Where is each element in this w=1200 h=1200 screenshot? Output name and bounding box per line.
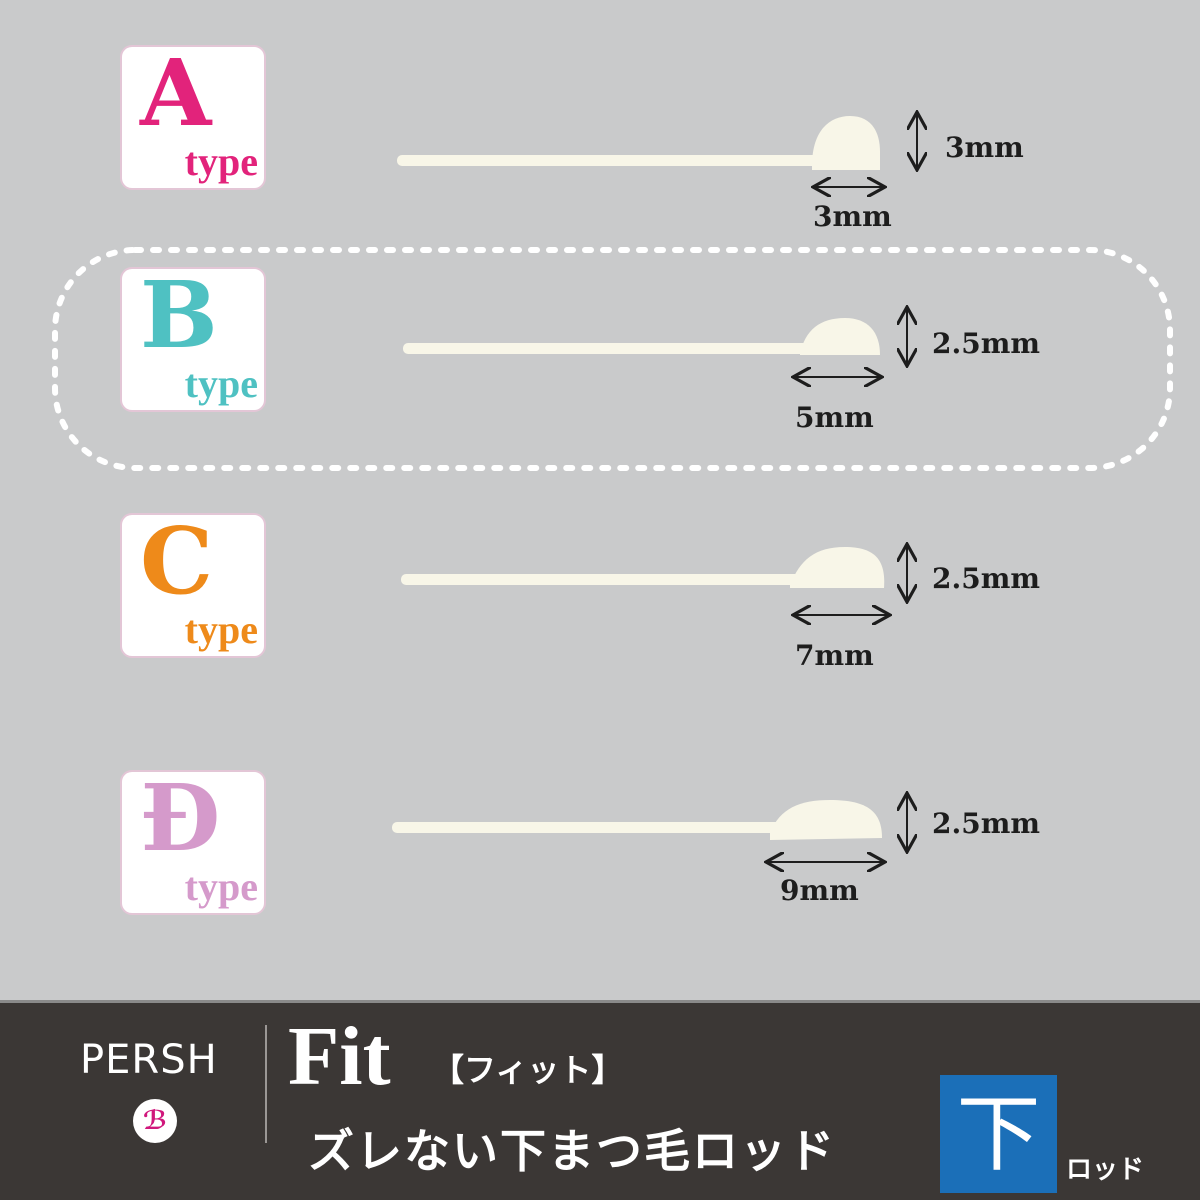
type-c-badge: C type	[120, 513, 266, 658]
type-letter: A	[140, 39, 212, 147]
type-d-badge: Đ type	[120, 770, 266, 915]
product-kana: 【フィット】	[432, 1051, 624, 1089]
rod-d: 2.5mm 9mm	[392, 795, 1040, 907]
height-label: 2.5mm	[932, 562, 1040, 595]
product-subtitle: ズレない下まつ毛ロッド	[308, 1124, 836, 1178]
type-word: type	[184, 607, 258, 652]
type-letter: B	[140, 261, 218, 369]
rod-type-chart: 3mm 3mm 2.5mm 5mm 2.5mm 7mm 2.5mm	[52, 0, 1173, 915]
type-word: type	[184, 361, 258, 406]
rod-a: 3mm 3mm	[397, 114, 1024, 233]
height-label: 3mm	[945, 131, 1024, 164]
rod-c: 2.5mm 7mm	[401, 546, 1040, 672]
rod-b: 2.5mm 5mm	[403, 309, 1040, 434]
rod-diagrams: 3mm 3mm 2.5mm 5mm 2.5mm 7mm 2.5mm	[52, 0, 1173, 907]
type-b-badge: B type	[120, 267, 266, 412]
width-label: 7mm	[795, 639, 874, 672]
product-name: Fit	[288, 1010, 391, 1103]
highlight-dotted-frame	[52, 247, 1173, 471]
type-letter: C	[140, 507, 214, 615]
height-label: 2.5mm	[932, 327, 1040, 360]
type-word: type	[184, 864, 258, 909]
footer-banner: PERSH ℬ Fit 【フィット】 ズレない下まつ毛ロッド 下 ロッド	[0, 1000, 1200, 1200]
height-label: 2.5mm	[932, 807, 1040, 840]
divider	[265, 1025, 267, 1143]
lower-rod-badge: 下	[940, 1075, 1057, 1193]
type-letter: Đ	[140, 764, 221, 872]
width-label: 5mm	[795, 401, 874, 434]
width-label: 3mm	[813, 200, 892, 233]
width-label: 9mm	[780, 874, 859, 907]
badge-caption: ロッド	[1066, 1155, 1145, 1185]
type-word: type	[184, 139, 258, 184]
brand-name: PERSH	[80, 1037, 218, 1083]
type-a-badge: A type	[120, 45, 266, 190]
persh-logo-icon: ℬ	[133, 1099, 177, 1143]
